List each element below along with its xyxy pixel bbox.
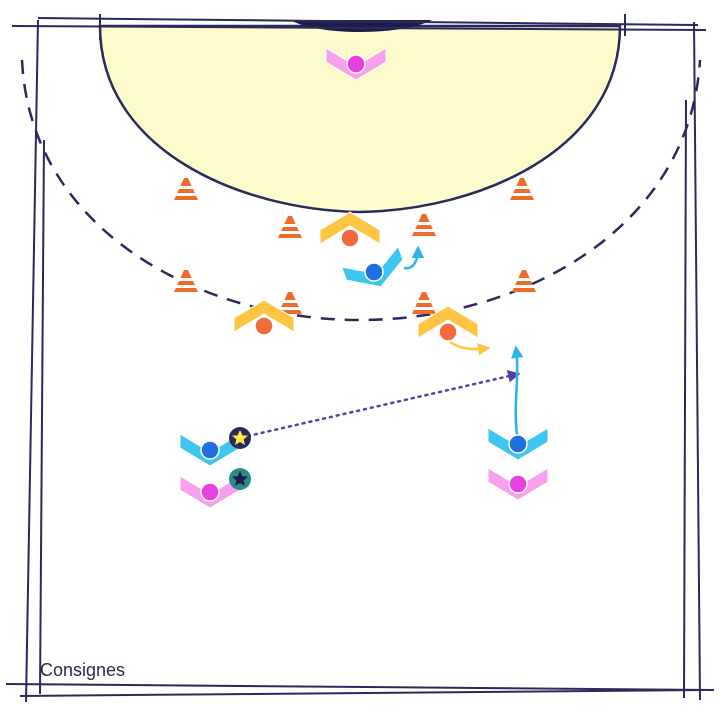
star-ball-icon <box>229 427 251 449</box>
ball-group <box>229 427 251 490</box>
court-lines <box>5 14 715 703</box>
free-throw-line <box>20 59 702 322</box>
arrow-group <box>246 245 524 441</box>
cone-icon <box>512 270 536 292</box>
pivot-player-icon <box>340 245 404 288</box>
cone-group <box>174 178 536 314</box>
cone-icon <box>278 216 302 238</box>
instructions-label: Consignes <box>40 660 126 680</box>
goalkeeper-player-icon <box>325 47 387 81</box>
attacker-player-icon <box>487 427 549 461</box>
cone-icon <box>412 214 436 236</box>
defender-player-icon <box>417 305 479 342</box>
cone-icon <box>412 292 436 314</box>
reserve-player-icon <box>487 467 549 501</box>
star-ball-icon <box>229 468 251 490</box>
goal-area <box>98 24 622 214</box>
defender-player-icon <box>319 211 381 248</box>
defender-player-icon <box>233 299 295 336</box>
run-arrow-icon <box>511 345 524 441</box>
pass-arrow-icon <box>246 370 521 438</box>
cone-icon <box>174 178 198 200</box>
cone-icon <box>510 178 534 200</box>
cone-icon <box>174 270 198 292</box>
cone-icon <box>278 292 302 314</box>
defender-arrow-icon <box>449 340 491 356</box>
pivot-arrow-icon <box>403 245 425 270</box>
